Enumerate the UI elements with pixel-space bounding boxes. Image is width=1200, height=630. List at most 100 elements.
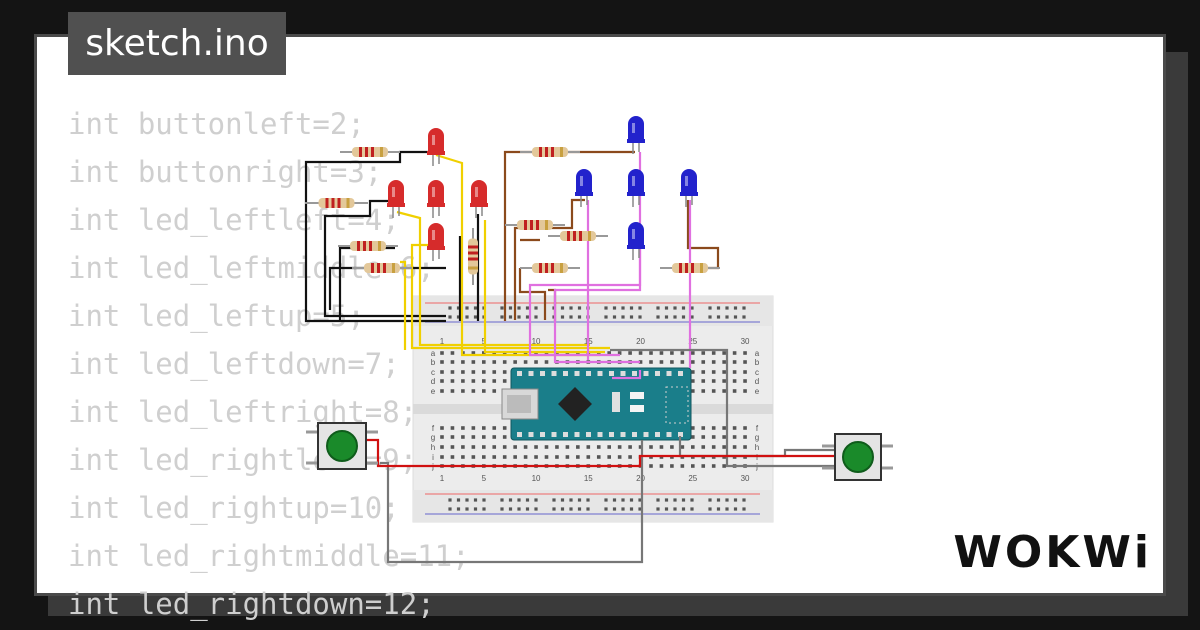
row-letter: f (756, 424, 759, 433)
arduino-pin (563, 371, 568, 376)
code-listing: int buttonleft=2; int buttonright=3; int l… (68, 100, 768, 621)
resistor[interactable] (548, 231, 608, 241)
row-letter: c (755, 368, 759, 377)
row-letter: f (432, 424, 435, 433)
arduino-pin (528, 432, 534, 437)
code-line: int led_rightup=10; (68, 491, 400, 525)
resistor[interactable] (660, 263, 720, 273)
resistor[interactable] (520, 147, 580, 157)
arduino-pin (655, 371, 660, 376)
code-line: int buttonright=3; (68, 155, 383, 189)
code-line: int led_rightdown=12; (68, 587, 435, 621)
code-line: int led_leftdown=7; (68, 347, 400, 381)
column-number: 1 (440, 474, 445, 483)
code-line: int buttonleft=2; (68, 107, 365, 141)
blue-led[interactable] (680, 169, 698, 207)
resistor[interactable] (338, 241, 398, 251)
arduino-pin (586, 432, 591, 437)
arduino-pin (655, 432, 660, 437)
arduino-pin (551, 371, 557, 376)
arduino-pin (597, 432, 603, 437)
row-letter: i (756, 453, 758, 462)
arduino-pin (574, 432, 580, 437)
column-number: 20 (636, 474, 645, 483)
blue-led[interactable] (627, 169, 645, 207)
red-led[interactable] (427, 223, 445, 261)
code-line: int led_leftleft=4; (68, 203, 400, 237)
blue-led[interactable] (627, 222, 645, 260)
row-letter: a (431, 349, 436, 358)
row-letter: d (755, 377, 759, 386)
arduino-pin (528, 371, 534, 376)
arduino-nano[interactable] (501, 367, 692, 441)
push-button-left[interactable] (306, 422, 378, 470)
arduino-pin (574, 371, 580, 376)
arduino-pin (597, 371, 603, 376)
arduino-pin (540, 432, 545, 437)
arduino-pin (666, 371, 672, 376)
row-letter: b (431, 358, 436, 367)
row-letter: h (431, 443, 435, 452)
arduino-pin (632, 371, 637, 376)
row-letter: g (755, 433, 759, 442)
red-led[interactable] (427, 128, 445, 166)
push-button-right[interactable] (822, 433, 893, 481)
red-led[interactable] (427, 180, 445, 218)
code-line: int led_leftright=8; (68, 395, 418, 429)
column-number: 20 (636, 337, 645, 346)
column-number: 10 (532, 337, 541, 346)
arduino-pins (517, 371, 683, 437)
column-number: 25 (688, 474, 697, 483)
row-letter: a (755, 349, 760, 358)
wokwi-logo: WOKWi (953, 527, 1152, 578)
arduino-pin (643, 432, 649, 437)
resistor[interactable] (520, 263, 580, 273)
column-number: 15 (584, 474, 593, 483)
arduino-pin (678, 432, 683, 437)
arduino-pin (643, 371, 649, 376)
arduino-pin (517, 432, 522, 437)
row-letter: h (755, 443, 759, 452)
code-line: int led_rightleft=9; (68, 443, 418, 477)
arduino-pin (620, 432, 626, 437)
resistors (305, 147, 720, 285)
blue-led[interactable] (575, 169, 593, 207)
red-led[interactable] (387, 180, 405, 218)
arduino-pin (666, 432, 672, 437)
resistor[interactable] (505, 220, 565, 230)
row-letter: i (432, 453, 434, 462)
code-line: int led_rightmiddle=11; (68, 539, 470, 573)
column-number: 30 (741, 474, 750, 483)
arduino-pin (517, 371, 522, 376)
resistor[interactable] (340, 147, 400, 157)
arduino-pin (609, 432, 614, 437)
row-letter: b (755, 358, 760, 367)
arduino-pin (632, 432, 637, 437)
arduino-pin (563, 432, 568, 437)
row-letter: e (431, 387, 436, 396)
row-letter: e (755, 387, 760, 396)
row-letter: d (431, 377, 435, 386)
resistor[interactable] (305, 198, 368, 208)
red-led[interactable] (470, 180, 488, 218)
column-number: 30 (741, 337, 750, 346)
arduino-pin (678, 371, 683, 376)
resistor[interactable] (352, 263, 412, 273)
row-letter: c (431, 368, 435, 377)
arduino-pin (586, 371, 591, 376)
file-tab[interactable]: sketch.ino (68, 12, 286, 75)
resistor[interactable] (468, 228, 478, 285)
blue-led[interactable] (627, 116, 645, 154)
column-number: 25 (688, 337, 697, 346)
column-number: 1 (440, 337, 445, 346)
column-number: 5 (482, 474, 487, 483)
row-letter: g (431, 433, 435, 442)
column-number: 10 (532, 474, 541, 483)
arduino-pin (551, 432, 557, 437)
arduino-pin (609, 371, 614, 376)
arduino-pin (620, 371, 626, 376)
leds (387, 116, 698, 261)
arduino-pin (540, 371, 545, 376)
